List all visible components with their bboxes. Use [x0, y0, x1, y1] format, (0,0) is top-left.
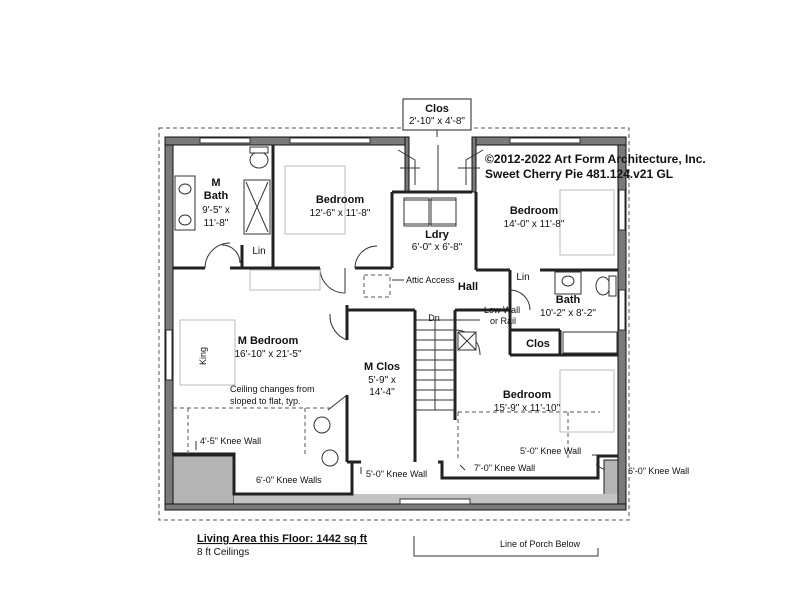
lin-1-name: Lin	[252, 246, 265, 257]
copyright-line2: Sweet Cherry Pie 481.124.v21 GL	[485, 167, 673, 181]
ceilings-text: 8 ft Ceilings	[197, 547, 249, 558]
clos-small-name: Clos	[526, 338, 550, 350]
bed-king-label: King	[198, 347, 208, 365]
clos-top-name: Clos	[425, 103, 449, 115]
attic-access-label: Attic Access	[406, 275, 455, 285]
laundry-dims: 6'-0" x 6'-8"	[412, 242, 463, 253]
storage-area-left	[171, 455, 235, 505]
laundry-name: Ldry	[425, 229, 450, 241]
bedroom-3-dims: 15'-9" x 11'-10"	[494, 403, 561, 414]
living-area-text: Living Area this Floor: 1442 sq ft	[197, 533, 367, 545]
m-clos-dims2: 14'-4"	[369, 387, 395, 398]
bedroom-3-name: Bedroom	[503, 389, 552, 401]
clos-top-bump	[397, 136, 484, 194]
callout-lines	[195, 319, 606, 557]
porch-label: Line of Porch Below	[500, 539, 581, 549]
m-clos-rods	[313, 416, 339, 467]
copyright-line1: ©2012-2022 Art Form Architecture, Inc.	[485, 152, 706, 166]
knee-wall-6-0: 6'-0" Knee Wall	[628, 466, 689, 476]
low-wall-label1: Low Wall	[484, 305, 520, 315]
interior-walls	[173, 145, 618, 464]
low-wall-label2: or Rail	[490, 316, 516, 326]
clos-top-dims: 2'-10" x 4'-8"	[409, 116, 465, 127]
roof-outline	[158, 127, 630, 521]
m-bath-fixtures	[174, 146, 271, 235]
m-bath-name2: Bath	[204, 190, 229, 202]
laundry-machines	[403, 197, 457, 227]
m-bath-dims1: 9'-5" x	[202, 205, 230, 216]
hall-name: Hall	[458, 281, 478, 293]
knee-wall-5-0-b: 5'-0" Knee Wall	[520, 446, 581, 456]
ceiling-note2: sloped to flat, typ.	[230, 396, 301, 406]
knee-wall-5-0-a: 5'-0" Knee Wall	[366, 469, 427, 479]
knee-walls-6-0: 6'-0" Knee Walls	[256, 475, 322, 485]
knee-wall-4-5: 4'-5" Knee Wall	[200, 436, 261, 446]
clos-top-label-box	[402, 98, 472, 131]
furniture-outlines	[179, 165, 615, 433]
stair-dn-label: Dn	[428, 313, 440, 323]
ceiling-note1: Ceiling changes from	[230, 384, 315, 394]
bedroom-2-dims: 14'-0" x 11'-8"	[504, 219, 565, 230]
lin-2-name: Lin	[516, 272, 529, 283]
m-bedroom-dims: 16'-10" x 21'-5"	[234, 349, 302, 360]
m-bath-name1: M	[211, 177, 220, 189]
m-bath-dims2: 11'-8"	[204, 218, 229, 229]
knee-walls	[172, 407, 618, 496]
knee-wall-7-0: 7'-0" Knee Wall	[474, 463, 535, 473]
m-clos-name: M Clos	[364, 361, 400, 373]
bedroom-2-name: Bedroom	[510, 205, 559, 217]
m-clos-dims1: 5'-9" x	[368, 375, 396, 386]
bedroom-1-dims: 12'-6" x 11'-8"	[310, 208, 371, 219]
bedroom-1-name: Bedroom	[316, 194, 365, 206]
attic-access-hatch	[363, 274, 391, 298]
bath-fixtures	[457, 271, 618, 354]
bath-name: Bath	[556, 294, 581, 306]
m-bedroom-name: M Bedroom	[238, 335, 299, 347]
windows	[165, 137, 626, 505]
doors	[204, 242, 531, 411]
bath-dims: 10'-2" x 8'-2"	[540, 308, 596, 319]
stair	[415, 319, 455, 411]
